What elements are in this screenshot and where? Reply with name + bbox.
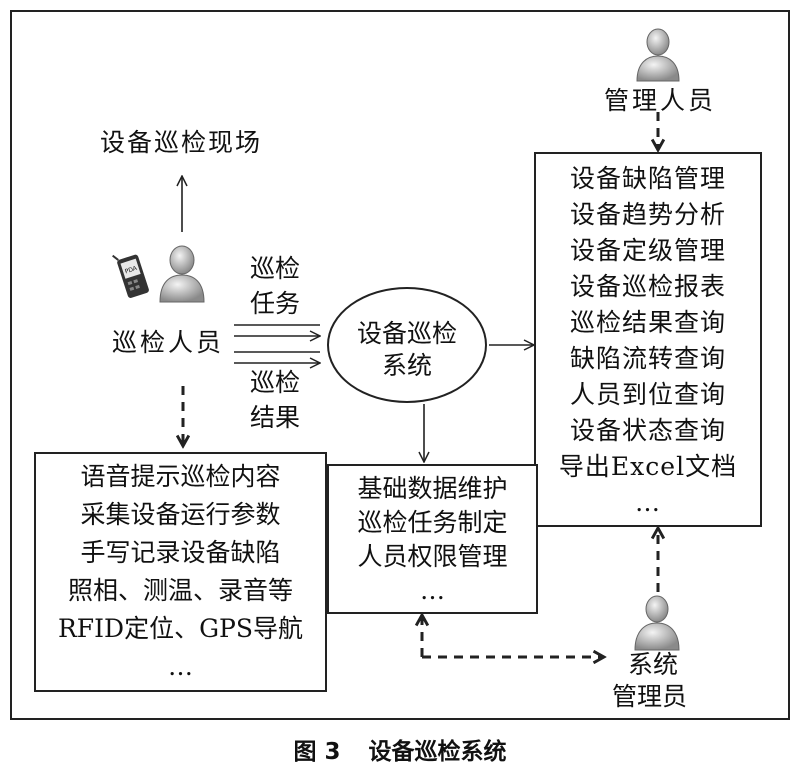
query-line: 导出Excel文档 — [558, 452, 738, 481]
pda-screen-text: PDA — [124, 265, 139, 276]
query-line: 设备缺陷管理 — [569, 164, 726, 193]
handheld-line: 采集设备运行参数 — [80, 500, 281, 529]
query-line: 设备定级管理 — [569, 236, 726, 265]
figure-caption: 图 3 设备巡检系统 — [0, 732, 800, 766]
handheld-line: … — [168, 652, 193, 681]
system-node — [327, 287, 487, 403]
task-label-line-1: 巡检 — [250, 254, 301, 283]
system-label-line-1: 设备巡检 — [357, 319, 458, 348]
person-icon — [159, 245, 205, 303]
system-label-line-2: 系统 — [382, 351, 433, 380]
pda-icon: PDA — [112, 254, 149, 298]
maintenance-line: 基础数据维护 — [357, 474, 508, 503]
query-line: 设备趋势分析 — [569, 200, 726, 229]
query-line: 人员到位查询 — [569, 380, 726, 409]
result-label-line-1: 巡检 — [250, 368, 301, 397]
site-label: 设备巡检现场 — [100, 128, 263, 157]
sysadmin-label-line-1: 系统 — [628, 650, 679, 679]
maintenance-line: … — [420, 576, 445, 605]
maintenance-line: 人员权限管理 — [357, 542, 508, 571]
query-line: 设备状态查询 — [569, 416, 726, 445]
handheld-line: RFID定位、GPS导航 — [57, 614, 303, 643]
handheld-line: 照相、测温、录音等 — [67, 576, 293, 605]
figure-number: 图 3 — [293, 739, 341, 765]
maintenance-functions-box: 基础数据维护 巡检任务制定 人员权限管理 … — [327, 464, 538, 614]
query-line: 缺陷流转查询 — [569, 344, 726, 373]
handheld-line: 语音提示巡检内容 — [80, 462, 281, 491]
figure-title: 设备巡检系统 — [368, 739, 507, 765]
manager-label: 管理人员 — [604, 86, 717, 115]
query-line: 设备巡检报表 — [569, 272, 726, 301]
handheld-line: 手写记录设备缺陷 — [80, 538, 281, 567]
query-line: … — [635, 488, 661, 517]
handheld-functions-box: 语音提示巡检内容 采集设备运行参数 手写记录设备缺陷 照相、测温、录音等 RFI… — [34, 452, 327, 692]
query-functions-box: 设备缺陷管理 设备趋势分析 设备定级管理 设备巡检报表 巡检结果查询 缺陷流转查… — [534, 152, 762, 527]
maintenance-line: 巡检任务制定 — [357, 508, 508, 537]
query-line: 巡检结果查询 — [569, 308, 726, 337]
task-label-line-2: 任务 — [250, 289, 301, 318]
sysadmin-label-line-2: 管理员 — [612, 682, 688, 711]
sysadmin-person-icon — [634, 595, 680, 651]
result-label-line-2: 结果 — [250, 403, 301, 432]
inspector-label: 巡检人员 — [112, 328, 225, 357]
manager-person-icon — [636, 28, 680, 82]
